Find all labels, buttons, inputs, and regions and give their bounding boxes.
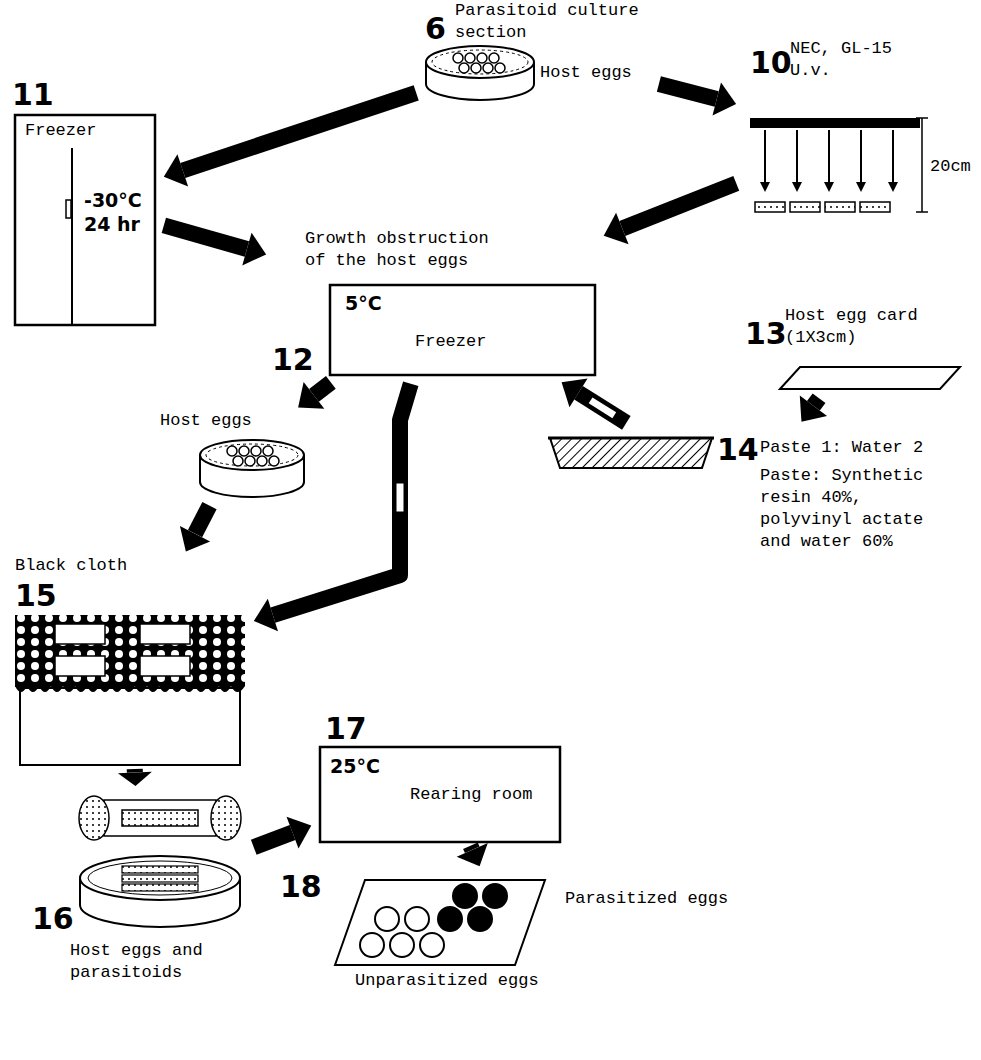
egg-card	[780, 367, 960, 389]
lamp-label: NEC, GL-15 U.v.	[790, 38, 920, 82]
freezer-box	[330, 285, 595, 375]
uv-lamp: 10NEC, GL-15 U.v. 20cm	[740, 38, 975, 233]
paste-tray: 14Paste 1: Water 2 Paste: Synthetic resin…	[545, 425, 945, 570]
callout-number: 15	[15, 579, 57, 613]
box-title: Rearing room	[410, 784, 550, 806]
item-label: Host eggs and parasitoids	[70, 940, 240, 984]
callout-number: 18	[280, 870, 322, 904]
callout-number: 6	[425, 12, 446, 46]
rearing-tube: 16Host eggs and parasitoids	[30, 790, 250, 990]
section-label: Parasitoid culture section	[455, 0, 650, 44]
callout-number: 14	[717, 433, 759, 467]
egg-card: 13Host egg card (1X3cm)	[740, 305, 970, 395]
legend-label: Unparasitized eggs	[355, 970, 539, 992]
flow-arrow	[562, 378, 627, 422]
box-title: Freezer	[25, 120, 96, 142]
flow-arrow	[164, 225, 266, 265]
flow-arrow	[457, 843, 488, 866]
step-label: Growth obstruction of the host eggs	[305, 228, 505, 272]
petri-dish	[200, 440, 304, 497]
flow-arrow	[604, 183, 737, 244]
freezer-box: Growth obstruction of the host eggs 12 5°C…	[270, 225, 600, 380]
item-label: Black cloth	[15, 555, 127, 577]
flow-arrow	[800, 396, 827, 422]
black-cloth-box	[15, 615, 245, 765]
rearing-tube	[79, 796, 241, 840]
temperature-label: 25°C	[330, 754, 380, 778]
callout-number: 12	[272, 343, 314, 377]
paste-tray	[548, 438, 714, 468]
box-title: Freezer	[415, 331, 486, 353]
flow-arrow	[180, 506, 210, 552]
flow-arrow	[659, 83, 736, 116]
legend-label: Parasitized eggs	[565, 888, 740, 910]
egg-card: 18Parasitized eggsUnparasitized eggs	[275, 870, 745, 1000]
petri-dish	[80, 856, 240, 927]
uv-lamp	[750, 118, 928, 212]
callout-number: 16	[32, 902, 74, 936]
rearing-room-box: 17 25°C Rearing room	[315, 712, 565, 842]
item-label: Host eggs	[540, 62, 650, 84]
flow-arrow	[164, 93, 416, 187]
recipe-note: Paste: Synthetic resin 40%, polyvinyl ac…	[760, 465, 940, 553]
callout-number: 17	[325, 712, 367, 746]
freezer-box: 11Freezer -30°C 24 hr	[10, 78, 160, 328]
flow-arrow	[298, 382, 331, 409]
callout-number: 10	[750, 46, 792, 80]
petri-dish: Host eggs	[155, 410, 315, 502]
item-label: Host egg card (1X3cm)	[785, 305, 935, 349]
flow-arrow	[118, 769, 152, 786]
temperature-label: -30°C 24 hr	[84, 188, 156, 236]
flow-arrow	[254, 384, 411, 631]
egg-card	[335, 880, 545, 965]
temperature-label: 5°C	[345, 291, 382, 315]
item-label: Host eggs	[160, 410, 252, 432]
black-cloth-box: Black cloth15	[10, 555, 250, 765]
rearing-room-box	[320, 747, 560, 842]
flow-arrow	[254, 817, 312, 849]
callout-number: 11	[12, 78, 54, 112]
callout-number: 13	[745, 317, 787, 351]
culture-dish: 6 Parasitoid culture sectionHost eggs	[420, 0, 655, 105]
freezer-box	[15, 115, 155, 325]
petri-dish	[426, 46, 534, 100]
dimension-label: 20cm	[930, 156, 971, 178]
ratio-label: Paste 1: Water 2	[760, 437, 940, 459]
